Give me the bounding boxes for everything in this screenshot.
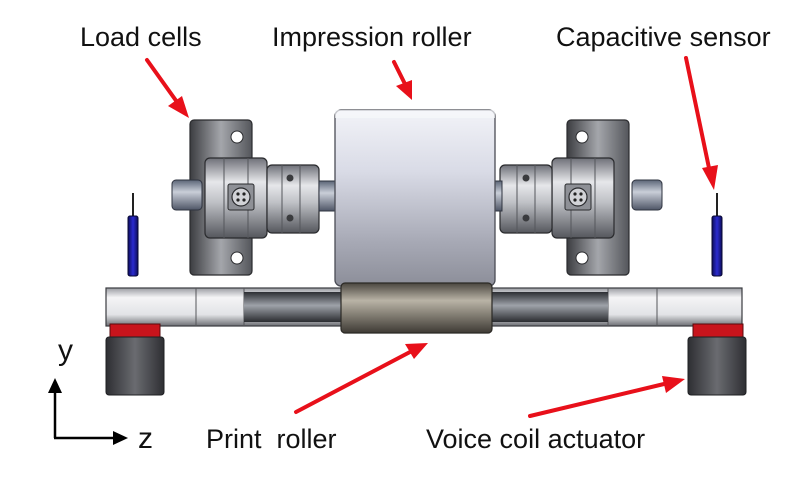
voice-coil-actuator-right xyxy=(687,323,747,396)
voice-coil-actuator-left xyxy=(105,323,165,396)
arrow-impression-roller xyxy=(392,60,412,100)
arrow-capacitive-sensor xyxy=(684,56,718,190)
label-impression-roller: Impression roller xyxy=(272,22,472,52)
y-axis-arrowhead xyxy=(48,378,62,393)
load-cell-right xyxy=(485,119,663,276)
capacitive-sensor-right xyxy=(711,193,723,277)
label-load-cells: Load cells xyxy=(80,22,202,52)
label-voice-coil-actuator: Voice coil actuator xyxy=(426,424,646,454)
print-roller xyxy=(340,282,493,334)
z-axis-arrowhead xyxy=(113,431,128,445)
arrow-print-roller xyxy=(294,343,428,414)
label-print-roller: Print roller xyxy=(206,424,337,454)
capacitive-sensor-left xyxy=(127,193,139,277)
axis-label-y: y xyxy=(58,334,73,367)
label-capacitive-sensor: Capacitive sensor xyxy=(556,22,771,52)
coordinate-axes xyxy=(48,378,128,445)
axis-label-z: z xyxy=(138,422,153,455)
impression-roller xyxy=(334,109,496,287)
arrow-load-cells xyxy=(145,58,189,118)
load-cell-left xyxy=(171,119,348,276)
arrow-voice-coil-actuator xyxy=(528,376,685,418)
